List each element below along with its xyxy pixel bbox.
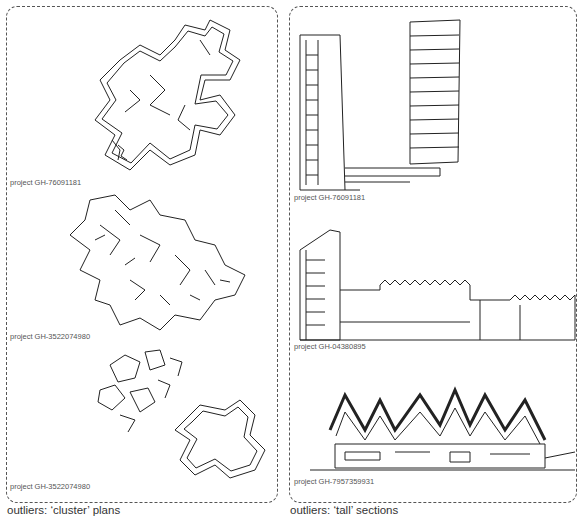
plan-outline [184,407,257,471]
tall-section [300,230,575,340]
cluster-plan [98,350,265,478]
plan-outline [102,27,233,163]
ground-line [310,452,575,470]
hall-outline [480,295,575,340]
plan-wall [95,235,230,300]
base-outline [345,168,440,190]
plan-wall [100,210,215,305]
tall-section [300,20,460,190]
tower-outline [300,35,345,190]
plan-fragment [98,350,182,432]
hall-outline [340,280,480,340]
floor-lines [410,35,459,148]
project-label: project GH-3522074980 [9,332,91,341]
floor-lines [306,260,325,325]
tower-outline [300,230,340,340]
tall-section [310,390,575,470]
plan-wall [118,145,127,160]
plan-outline [70,195,245,330]
project-label: project GH-04380895 [293,342,367,351]
cluster-plan [95,20,240,170]
project-label: project GH-7957359931 [293,477,375,486]
plan-outline [95,20,240,170]
plan-outline [175,400,265,478]
panel-caption: outliers: ‘cluster’ plans [7,504,120,516]
project-label: project GH-76091181 [293,193,366,202]
ground-line [300,305,575,340]
floor-lines [306,40,318,185]
project-label: project GH-3522074980 [9,482,91,491]
project-label: project GH-76091181 [9,178,82,187]
tower-outline [410,20,460,164]
roof [336,408,540,444]
cluster-plan [70,195,245,330]
panel-caption: outliers: ‘tall’ sections [290,504,398,516]
dashed-panel: outliers: ‘cluster’ plans [6,6,278,503]
dashed-panel: outliers: ‘tall’ sections [289,6,577,503]
plan-wall [112,40,210,160]
base-outline [335,444,545,468]
